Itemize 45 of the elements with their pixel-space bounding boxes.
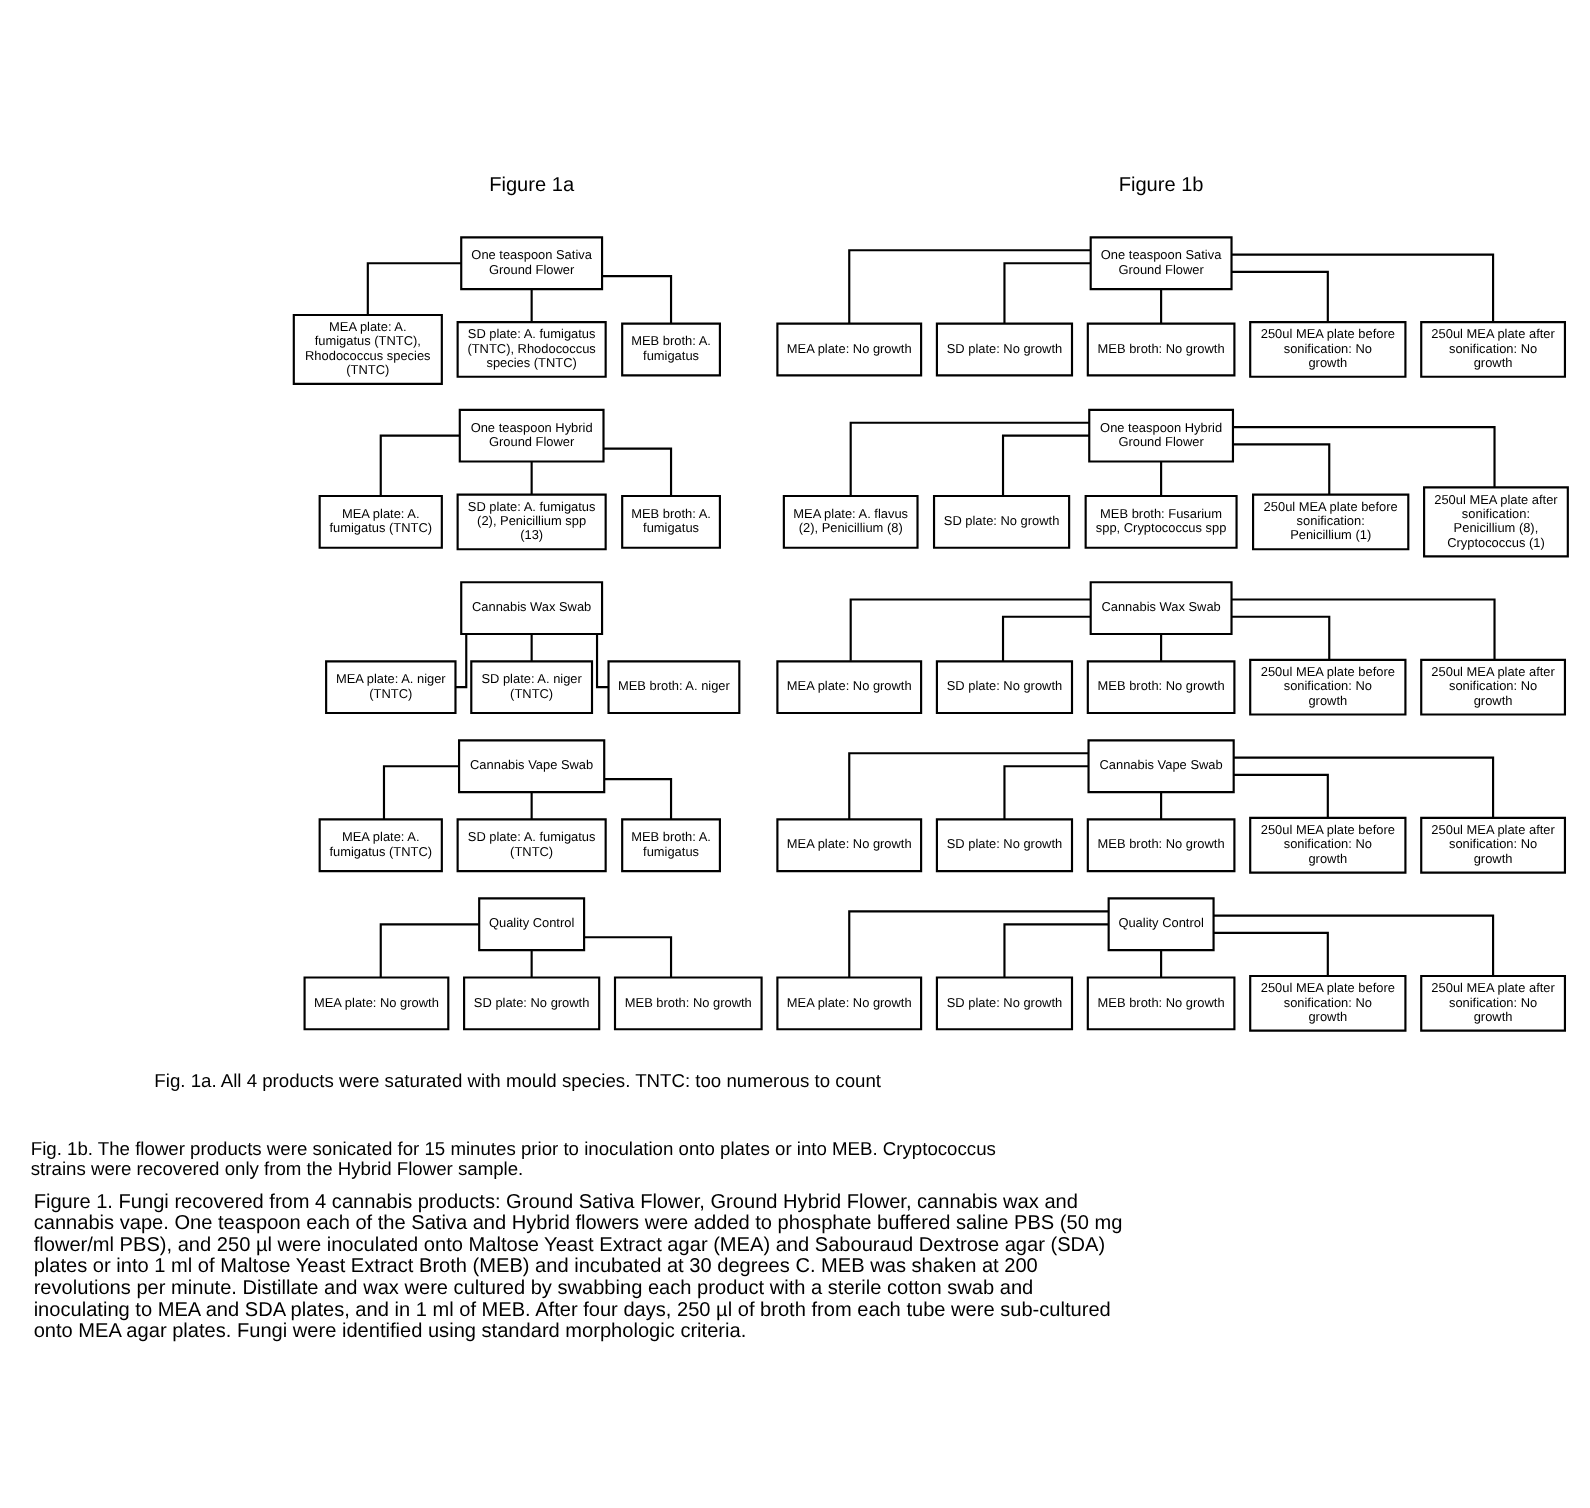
connector — [530, 950, 533, 978]
label: Figure 1a — [489, 174, 575, 197]
label: Fig. 1a. All 4 products were saturated with mould species. TNTC: too numerous to count — [154, 1071, 881, 1092]
connector — [1003, 923, 1109, 978]
connector — [1160, 792, 1163, 820]
connector — [1160, 950, 1163, 978]
connector — [1213, 914, 1495, 976]
connector — [602, 275, 673, 324]
connector — [530, 461, 533, 495]
connector — [848, 249, 1091, 324]
connector — [1231, 270, 1329, 322]
connector — [379, 434, 460, 497]
connector — [1233, 425, 1496, 488]
connector — [849, 598, 1091, 661]
connector — [1233, 443, 1331, 495]
connector — [595, 634, 609, 689]
connector — [1160, 634, 1163, 661]
connector — [1233, 773, 1329, 818]
connector — [1001, 434, 1089, 497]
connector — [1003, 765, 1089, 820]
connector — [1231, 253, 1495, 322]
label: Figure 1b — [1118, 174, 1204, 197]
connector — [382, 765, 459, 820]
connector — [584, 936, 673, 978]
connector — [530, 289, 533, 322]
connector — [1160, 289, 1163, 323]
label: Fig. 1b. The flower products were sonicated for 15 minutes prior to inoculation onto plates or into MEB. Cryptococcus strains were recovered only from the Hybrid Flower sample. — [30, 1138, 996, 1179]
connector — [849, 421, 1090, 496]
connector — [1231, 598, 1496, 660]
connector — [603, 447, 673, 496]
connector — [530, 634, 533, 661]
connector — [1231, 615, 1331, 660]
connector — [1213, 931, 1329, 976]
connector — [848, 910, 1109, 978]
connector — [1003, 262, 1091, 324]
connector — [1233, 756, 1495, 818]
connector — [366, 262, 462, 315]
caption: Figure 1. Fungi recovered from 4 cannabis products: Ground Sativa Flower, Ground Hybrid Flower, cannabis wax and cannabis vape. One teaspoon each of the Sativa and Hybrid flowers were added to phosphate buffered saline PBS (50 mg flower/ml PBS), and 250 µl were inoculated onto Maltose Yeast Extract agar (MEA) and Sabouraud Dextrose agar (SDA) plates or into 1 ml of Maltose Yeast Extract Broth (MEB) and incubated at 30 degrees C. MEB was shaken at 200 revolutions per minute. Distillate and wax were cultured by swabbing each product with a sterile cotton swab and inoculating to MEA and SDA plates, and in 1 ml of MEB. After four days, 250 µl of broth from each tube were sub-cultured onto MEA agar plates. Fungi were identified using standard morphologic criteria. — [33, 1191, 1123, 1344]
connector — [455, 634, 468, 689]
connector — [1160, 461, 1163, 496]
connector — [530, 792, 533, 820]
connector — [848, 752, 1089, 820]
connector — [1001, 615, 1091, 661]
connector — [604, 778, 673, 820]
connector — [379, 923, 479, 978]
